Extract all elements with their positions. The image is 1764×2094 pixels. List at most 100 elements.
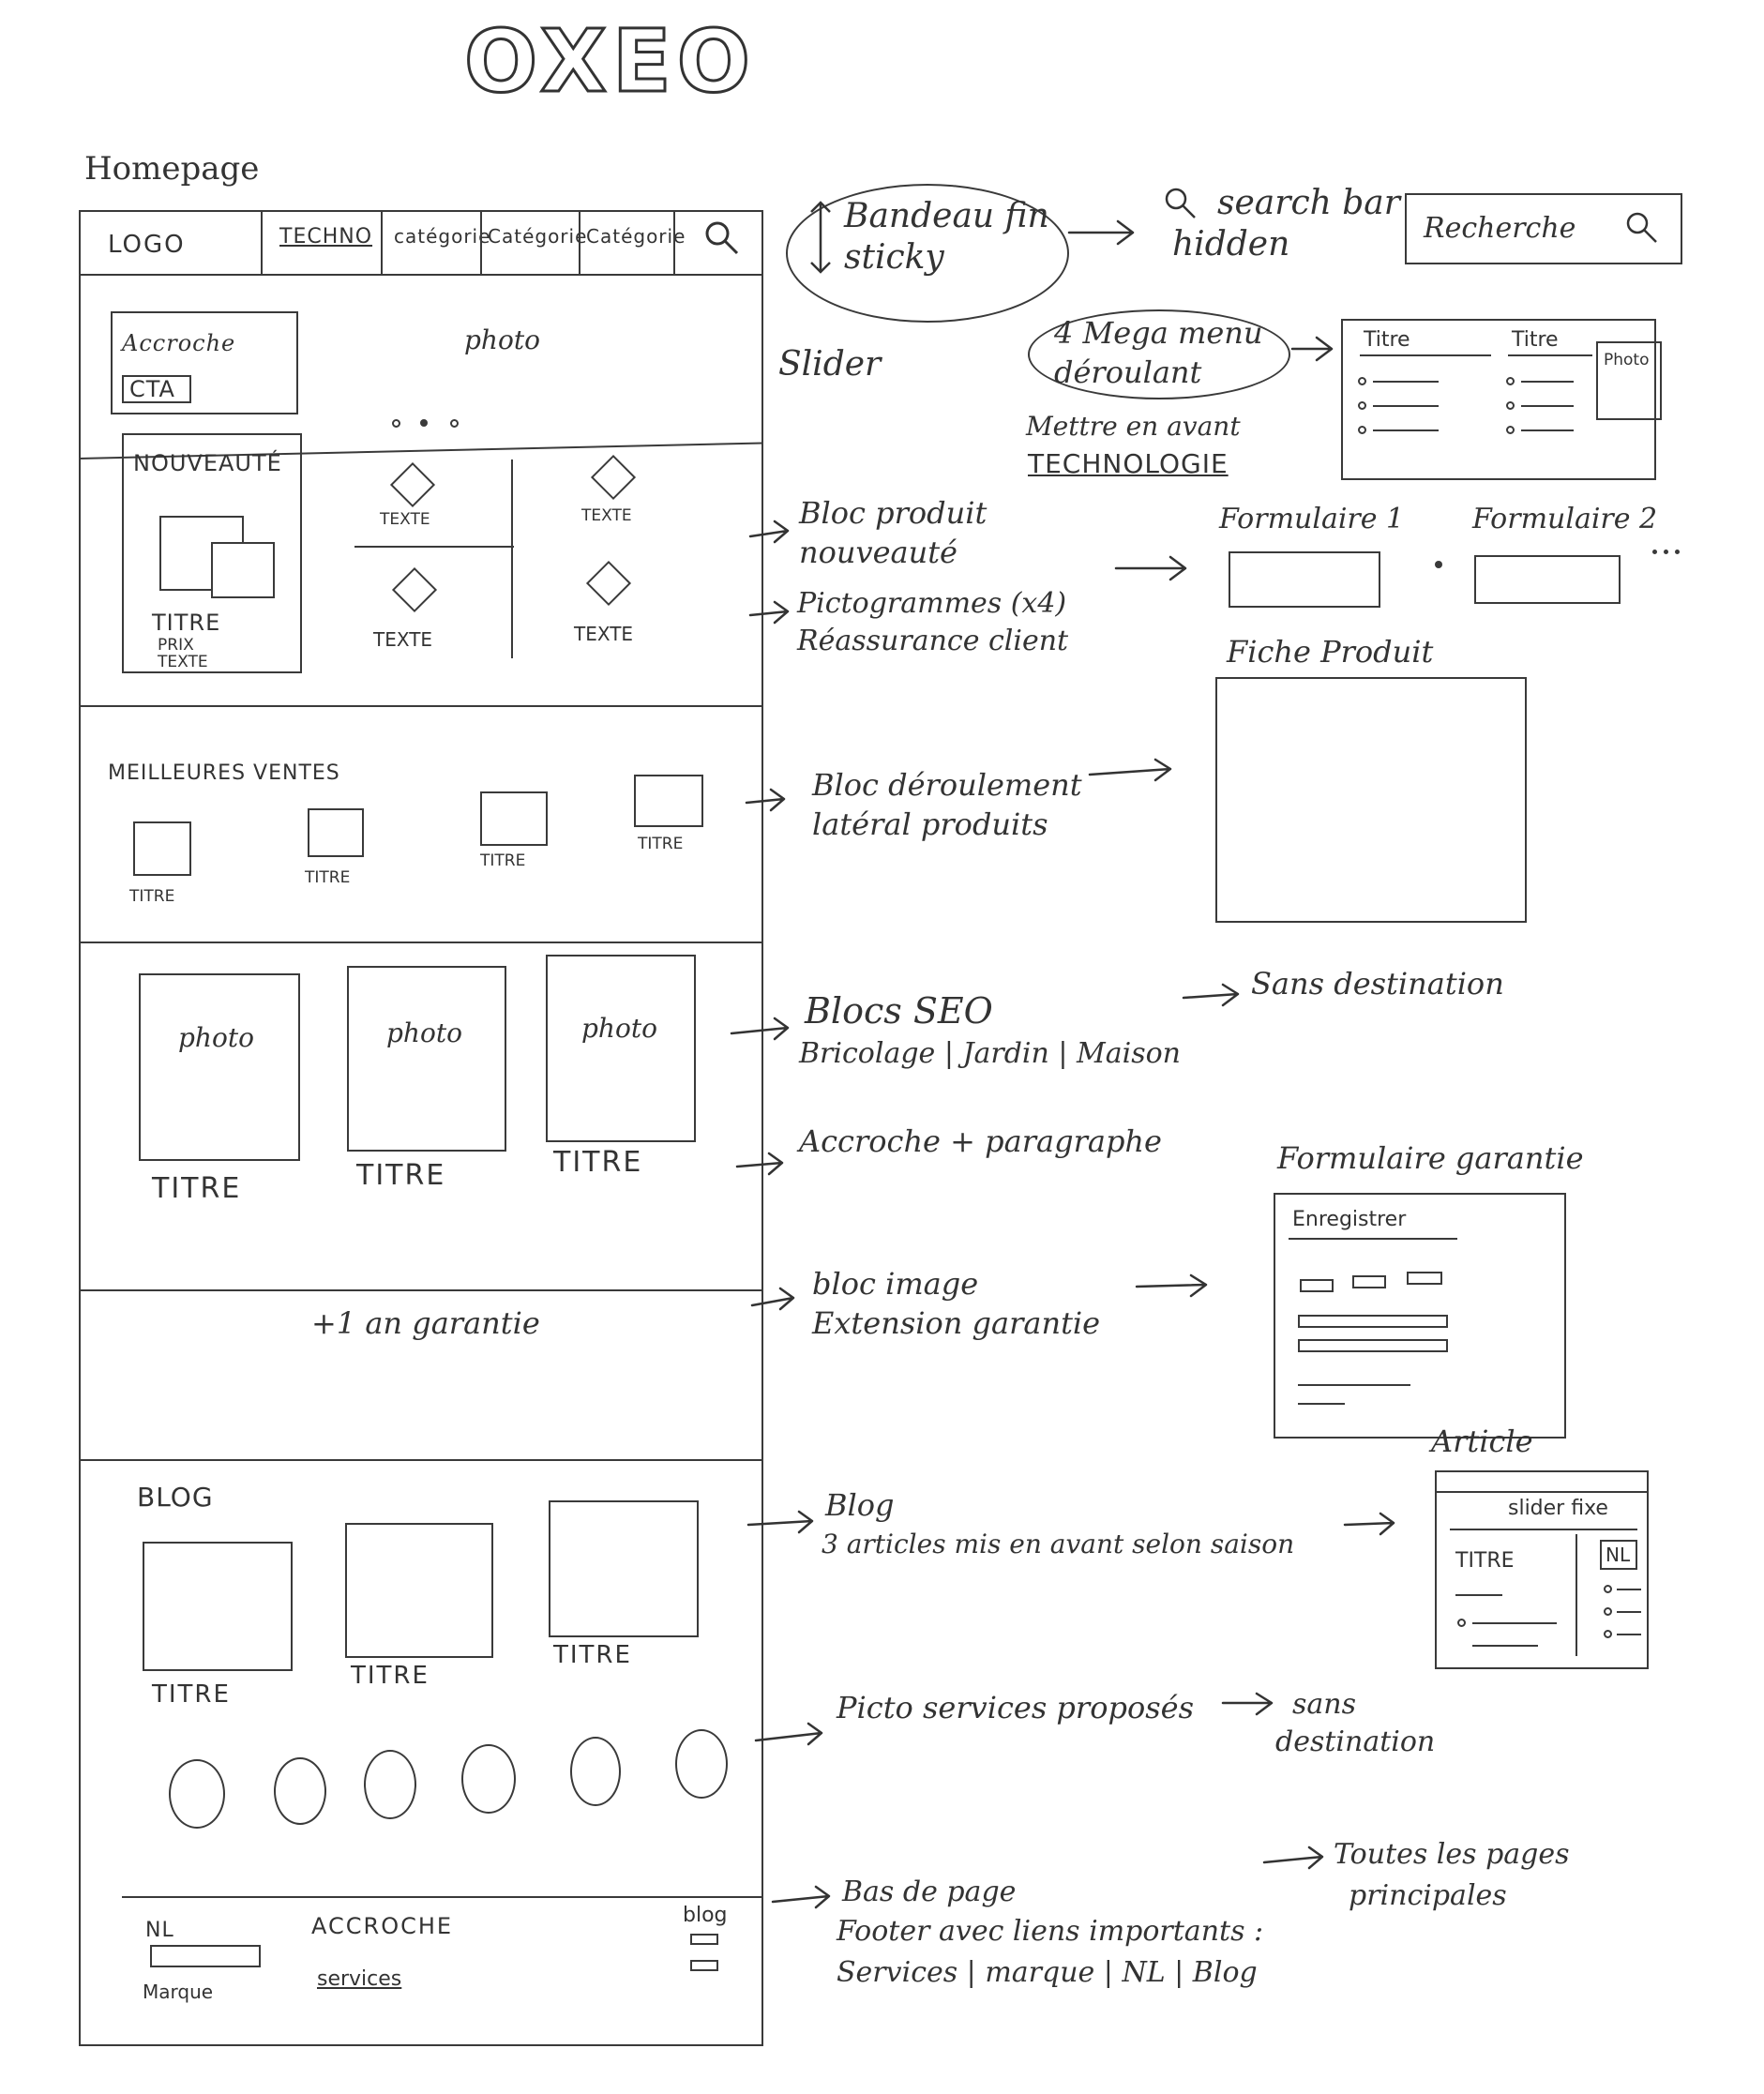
note-sans-dest: Sans destination xyxy=(1251,966,1504,1002)
arrow xyxy=(1135,1273,1208,1298)
mega-title-2: Titre xyxy=(1512,328,1559,352)
logo[interactable]: LOGO xyxy=(108,231,186,259)
note-form-1: Formulaire 1 xyxy=(1219,503,1405,535)
note-new-1: Bloc produit xyxy=(799,495,988,531)
note-lateral-1: Bloc déroulement xyxy=(812,767,1082,803)
seo-card-3[interactable] xyxy=(546,955,696,1142)
footer-services[interactable]: services xyxy=(317,1967,402,1991)
wireframe-outline xyxy=(79,210,763,2046)
footer-nl[interactable]: NL xyxy=(145,1919,174,1942)
new-product-image-2 xyxy=(211,542,275,598)
arrow xyxy=(1290,336,1334,362)
arrow xyxy=(754,1722,823,1746)
footer-blog[interactable]: blog xyxy=(683,1904,728,1927)
search-icon[interactable] xyxy=(701,218,741,261)
seo-photo-1: photo xyxy=(178,1022,254,1053)
new-block-title: NOUVEAUTÉ xyxy=(133,450,282,476)
note-bas-3: Services | marque | NL | Blog xyxy=(837,1956,1258,1989)
picto-3-text: TEXTE xyxy=(373,628,433,651)
article-nl: NL xyxy=(1606,1544,1631,1566)
note-sans-2: destination xyxy=(1275,1725,1436,1758)
mega-title-1: Titre xyxy=(1364,328,1410,352)
note-search-1: search bar xyxy=(1217,184,1400,222)
seo-title-3: TITRE xyxy=(553,1146,643,1179)
arrow xyxy=(1182,983,1240,1007)
blog-title: BLOG xyxy=(137,1482,214,1513)
note-slider: Slider xyxy=(778,345,882,384)
seo-title-2: TITRE xyxy=(356,1159,446,1192)
nav-category-1[interactable]: catégorie xyxy=(394,225,491,248)
service-icon[interactable] xyxy=(675,1729,728,1799)
seo-card-2[interactable] xyxy=(347,966,506,1152)
best-seller-image[interactable] xyxy=(480,791,548,846)
arrow xyxy=(746,1510,814,1534)
service-icon[interactable] xyxy=(169,1759,225,1829)
best-seller-title: TITRE xyxy=(480,851,526,870)
blog-card-1[interactable] xyxy=(143,1542,293,1671)
bandeau-bubble xyxy=(786,184,1069,323)
arrow xyxy=(1114,555,1187,581)
note-image-2: Extension garantie xyxy=(812,1305,1101,1341)
seo-photo-2: photo xyxy=(386,1017,462,1048)
note-picto-services: Picto services proposés xyxy=(837,1690,1194,1725)
hero-hook: Accroche xyxy=(122,330,236,356)
slider-dot-3[interactable] xyxy=(450,419,459,428)
cta-button[interactable] xyxy=(122,375,191,403)
new-product-price: PRIX xyxy=(158,636,194,655)
mega-bubble xyxy=(1028,309,1290,399)
note-blog-1: Blog xyxy=(825,1487,895,1523)
blog-card-3[interactable] xyxy=(549,1500,699,1637)
arrow xyxy=(1262,1845,1324,1870)
nav-category-3[interactable]: Catégorie xyxy=(586,225,686,248)
article-slider-fixe: slider fixe xyxy=(1508,1497,1608,1520)
seo-photo-3: photo xyxy=(581,1013,657,1044)
search-bar-mock[interactable] xyxy=(1405,193,1682,264)
service-icon[interactable] xyxy=(364,1750,416,1819)
newsletter-input[interactable] xyxy=(150,1945,261,1967)
note-new-2: nouveauté xyxy=(799,535,957,570)
best-seller-image[interactable] xyxy=(634,775,703,827)
note-search-2: hidden xyxy=(1172,225,1290,264)
arrow xyxy=(735,1152,784,1176)
blog-link-icon xyxy=(690,1934,718,1945)
slider-dot-2[interactable] xyxy=(420,419,428,427)
form-enregistrer: Enregistrer xyxy=(1292,1208,1407,1231)
form-1-mock xyxy=(1229,551,1380,608)
footer-marque[interactable]: Marque xyxy=(143,1981,214,2003)
nav-category-2[interactable]: Catégorie xyxy=(488,225,588,248)
slider-dot-1[interactable] xyxy=(392,419,400,428)
arrow xyxy=(1088,758,1172,782)
warranty-banner[interactable]: +1 an garantie xyxy=(311,1305,540,1341)
cta-label: CTA xyxy=(129,376,175,402)
mega-photo: Photo xyxy=(1604,351,1650,369)
service-icon[interactable] xyxy=(570,1737,621,1806)
seo-card-1[interactable] xyxy=(139,973,300,1161)
note-bas-2: Footer avec liens importants : xyxy=(837,1915,1264,1948)
best-seller-image[interactable] xyxy=(133,821,191,876)
note-form-2: Formulaire 2 xyxy=(1472,503,1658,535)
note-bandeau-2: sticky xyxy=(844,238,944,277)
nav-techno[interactable]: TECHNO xyxy=(279,225,373,249)
arrow xyxy=(748,600,790,625)
note-fiche: Fiche Produit xyxy=(1227,634,1434,670)
best-seller-image[interactable] xyxy=(308,808,364,857)
new-product-text: TEXTE xyxy=(158,653,208,671)
best-seller-title: TITRE xyxy=(305,868,351,887)
arrow xyxy=(750,1287,795,1311)
picto-2-text: TEXTE xyxy=(581,506,632,525)
note-form-garantie: Formulaire garantie xyxy=(1277,1140,1584,1176)
blog-link-icon xyxy=(690,1960,718,1971)
note-picto-2: Réassurance client xyxy=(797,625,1069,657)
brand-title: OXEO xyxy=(463,10,756,113)
blog-card-2[interactable] xyxy=(345,1523,493,1658)
best-sellers-title: MEILLEURES VENTES xyxy=(108,761,340,785)
arrow xyxy=(1067,219,1135,246)
picto-1-text: TEXTE xyxy=(380,510,430,529)
service-icon[interactable] xyxy=(274,1757,326,1825)
search-note-icon xyxy=(1161,184,1199,225)
note-picto-1: Pictogrammes (x4) xyxy=(797,587,1067,620)
service-icon[interactable] xyxy=(461,1744,516,1814)
blog-card-title-1: TITRE xyxy=(152,1680,231,1709)
search-placeholder: Recherche xyxy=(1424,212,1576,245)
product-sheet-mock xyxy=(1215,677,1527,923)
